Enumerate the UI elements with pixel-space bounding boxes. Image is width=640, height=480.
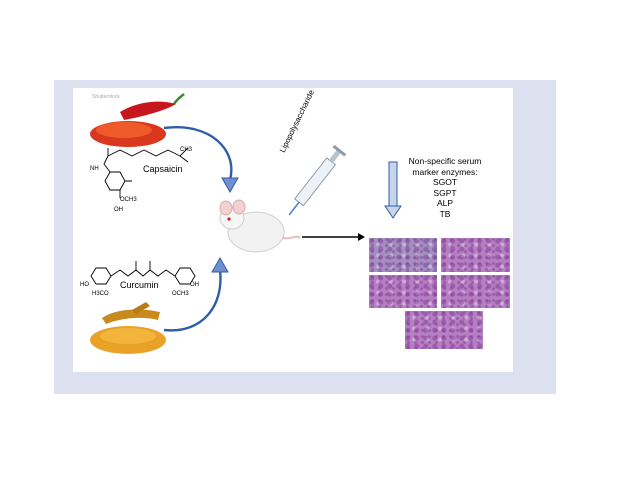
mouse-image (219, 199, 301, 253)
capsaicin-label: Capsaicin (143, 164, 183, 174)
curcumin-structure (90, 261, 196, 285)
enzyme-item-alp: ALP (436, 198, 454, 208)
chili-image (90, 93, 185, 147)
capsaicin-oh-label: OH (114, 207, 123, 213)
capsaicin-och3-label: OCH3 (120, 197, 137, 203)
curcumin-label: Curcumin (120, 280, 159, 290)
capsaicin-ch3-label: CH3 (180, 147, 193, 153)
enzymes-block: Non-specific serum marker enzymes: SGOT … (385, 156, 505, 219)
histology-tile-5 (405, 311, 483, 349)
watermark-text: Shutterstock (92, 94, 120, 100)
arrow-right-icon (302, 233, 365, 241)
enzyme-item-sgot: SGOT (432, 177, 458, 187)
syringe-image (288, 144, 347, 216)
curved-arrow-bottom (163, 256, 229, 332)
curcumin-och3-label: OCH3 (172, 291, 189, 297)
curved-arrow-top (163, 125, 239, 194)
capsaicin-nh-label: NH (90, 166, 99, 172)
curcumin-h3co-label: H3CO (92, 291, 109, 297)
enzyme-item-sgpt: SGPT (433, 187, 457, 198)
curcumin-ho-label: HO (80, 282, 89, 288)
enzymes-heading-line2: marker enzymes: (412, 166, 478, 177)
histology-tile-3 (369, 275, 437, 308)
histology-tile-2 (441, 238, 510, 272)
enzyme-item-tb: TB (439, 208, 451, 219)
histology-tile-1 (369, 238, 437, 272)
arrow-down-icon (384, 161, 402, 219)
curcumin-oh-label: OH (190, 282, 199, 288)
enzymes-heading-line1: Non-specific serum (408, 156, 482, 166)
capsaicin-structure (103, 147, 189, 198)
histology-tile-4 (441, 275, 510, 308)
turmeric-image (90, 302, 166, 354)
